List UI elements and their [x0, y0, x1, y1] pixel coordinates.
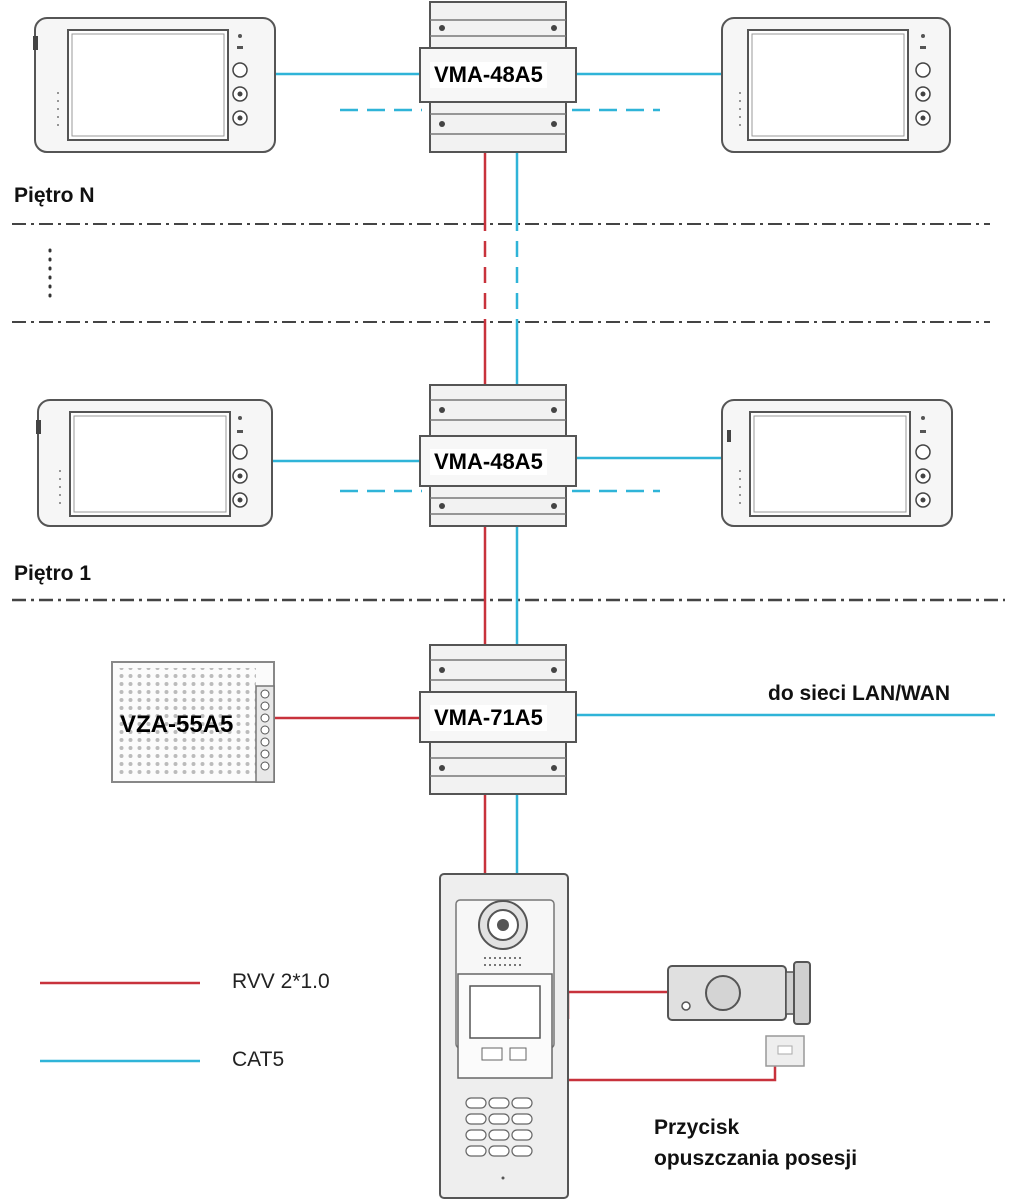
- legend-blue-label: CAT5: [232, 1048, 285, 1071]
- monitor-top-left: [33, 17, 276, 153]
- legend-red-label: RVV 2*1.0: [232, 970, 330, 993]
- wire-red-lock: [566, 990, 670, 1019]
- power-supply: [111, 661, 275, 783]
- switch-label: VMA-71A5: [430, 705, 547, 731]
- wire-red-button: [568, 1064, 777, 1082]
- monitor-first-right: [721, 399, 953, 527]
- network-label: do sieci LAN/WAN: [768, 682, 951, 705]
- exit-button-label-line2: opuszczania posesji: [654, 1147, 858, 1170]
- riser-wires: [483, 152, 519, 874]
- keypad: [465, 1097, 533, 1157]
- floor-label-first: Piętro 1: [14, 562, 92, 585]
- door-panel: [439, 873, 569, 1199]
- exit-button-label: Przycisk opuszczania posesji: [654, 1112, 857, 1174]
- distributor-first-label: VMA-48A5: [430, 449, 547, 475]
- electric-lock: [667, 961, 811, 1025]
- monitor-first-left: [36, 399, 273, 527]
- distributor-top-label: VMA-48A5: [430, 62, 547, 88]
- horizontal-wires: [272, 72, 995, 1082]
- exit-button-device: [765, 1035, 805, 1067]
- monitor-top-right: [721, 17, 951, 153]
- exit-button-label-line1: Przycisk: [654, 1116, 740, 1139]
- power-supply-label: VZA-55A5: [120, 711, 234, 738]
- floor-label-top: Piętro N: [14, 184, 95, 207]
